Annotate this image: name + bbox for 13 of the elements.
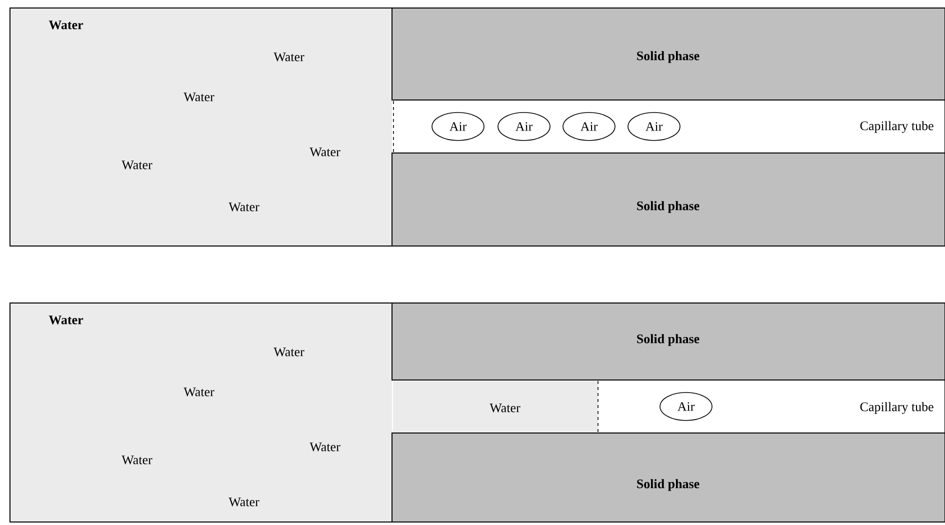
solid-phase-block: Solid phase: [392, 302, 945, 380]
water-region: Water Water Water Water Water Water: [10, 303, 392, 522]
air-bubble: Air: [498, 112, 550, 141]
water-region: Water Water Water Water Water Water: [10, 8, 392, 246]
air-bubble: Air: [660, 392, 712, 421]
air-bubble: Air: [432, 112, 484, 141]
solid-phase-block: Solid phase: [392, 152, 945, 246]
node-label: Water: [490, 404, 520, 412]
air-bubble: Air: [562, 112, 616, 141]
air-bubble: Air: [628, 112, 680, 141]
water-region: Water: [393, 381, 598, 432]
solid-phase-block: Solid phase: [392, 8, 945, 100]
solid-phase-block: Solid phase: [392, 432, 945, 522]
